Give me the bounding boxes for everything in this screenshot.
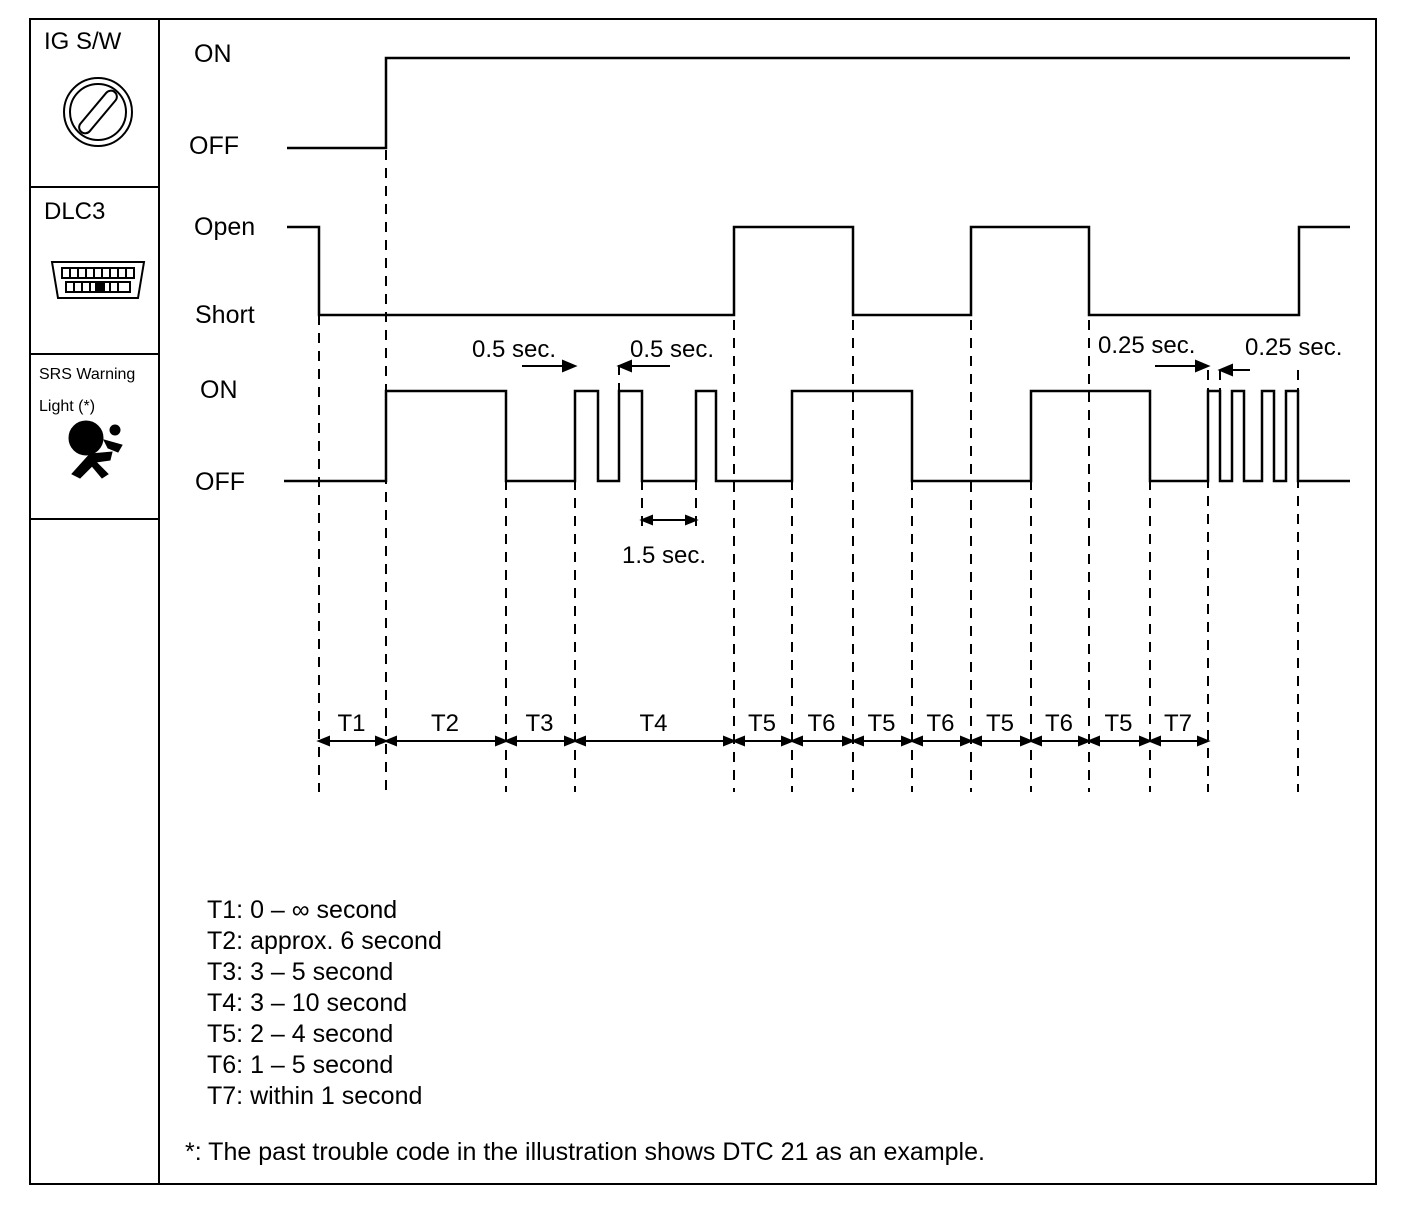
legend-item: T1: 0 – ∞ second: [207, 896, 398, 924]
interval-arrow-head: [731, 735, 745, 747]
interval-label: T6: [1045, 710, 1074, 737]
interval-arrow-head: [1086, 735, 1100, 747]
interval-label: T4: [639, 710, 668, 737]
interval-arrow-head: [1028, 735, 1042, 747]
dlc3-open-label: Open: [194, 213, 256, 241]
interval-label: T5: [748, 710, 777, 737]
srs-title-line2: Light (*): [39, 398, 96, 415]
interval-arrow-head: [1020, 735, 1034, 747]
interval-arrow-head: [572, 735, 586, 747]
interval-label: T5: [986, 710, 1015, 737]
legend-item: T5: 2 – 4 second: [207, 1020, 394, 1048]
duration-0-5-right: 0.5 sec.: [630, 336, 715, 363]
divider: [29, 518, 158, 520]
legend-item: T7: within 1 second: [207, 1082, 423, 1110]
dlc3-short-label: Short: [195, 301, 255, 329]
interval-label: T3: [525, 710, 554, 737]
duration-arrow-head: [1195, 359, 1211, 373]
srs-waveform: [284, 389, 1350, 483]
airbag-icon: [68, 420, 123, 479]
interval-arrow-head: [909, 735, 923, 747]
interval-arrow-head: [789, 735, 803, 747]
duration-1-5: 1.5 sec.: [622, 542, 707, 569]
duration-arrow-head: [685, 514, 699, 526]
signal-name-column: IG S/W DLC3 SRS Warning Light (*): [29, 18, 160, 1185]
interval-arrow-head: [1197, 735, 1211, 747]
duration-0-25-left: 0.25 sec.: [1098, 332, 1196, 359]
interval-label: T1: [337, 710, 366, 737]
interval-label: T6: [807, 710, 836, 737]
timing-legend: T1: 0 – ∞ second T2: approx. 6 second T3…: [207, 895, 442, 1112]
dlc3-title: DLC3: [44, 198, 106, 225]
interval-arrow-head: [375, 735, 389, 747]
interval-arrow-head: [316, 735, 330, 747]
interval-arrow-head: [503, 735, 517, 747]
legend-item: T4: 3 – 10 second: [207, 989, 408, 1017]
legend-item: T2: approx. 6 second: [207, 927, 442, 955]
connector-icon: [50, 261, 146, 299]
srs-title-line1: SRS Warning: [39, 366, 136, 383]
ig-sw-title: IG S/W: [44, 28, 122, 55]
footnote: *: The past trouble code in the illustra…: [185, 1138, 985, 1166]
interval-arrow-head: [850, 735, 864, 747]
srs-on-label: ON: [200, 376, 238, 404]
interval-arrow-head: [901, 735, 915, 747]
interval-label: T5: [867, 710, 896, 737]
ig-sw-waveform: [287, 56, 1350, 150]
duration-arrow-head: [639, 514, 653, 526]
divider: [29, 353, 158, 355]
interval-arrow-head: [383, 735, 397, 747]
duration-arrow-head: [1217, 363, 1233, 377]
interval-arrow-head: [1139, 735, 1153, 747]
interval-arrow-head: [960, 735, 974, 747]
interval-arrow-head: [564, 735, 578, 747]
duration-0-5-left: 0.5 sec.: [472, 336, 557, 363]
legend-item: T6: 1 – 5 second: [207, 1051, 394, 1079]
interval-label: T7: [1164, 710, 1193, 737]
interval-arrow-head: [781, 735, 795, 747]
divider: [29, 186, 158, 188]
ignition-key-icon: [63, 77, 133, 147]
duration-0-25-right: 0.25 sec.: [1245, 334, 1343, 361]
interval-arrow-head: [1147, 735, 1161, 747]
interval-arrow-head: [968, 735, 982, 747]
duration-arrow-head: [562, 359, 578, 373]
interval-arrow-head: [495, 735, 509, 747]
ig-sw-off-label: OFF: [189, 132, 239, 160]
ig-sw-on-label: ON: [194, 40, 232, 68]
interval-label: T5: [1104, 710, 1133, 737]
diagram-frame: [29, 18, 1377, 1185]
srs-off-label: OFF: [195, 468, 245, 496]
interval-arrow-head: [723, 735, 737, 747]
interval-arrow-head: [1078, 735, 1092, 747]
interval-arrow-head: [842, 735, 856, 747]
interval-label: T6: [926, 710, 955, 737]
dlc3-waveform: [287, 225, 1350, 317]
interval-label: T2: [431, 710, 460, 737]
duration-arrow-head: [616, 359, 632, 373]
legend-item: T3: 3 – 5 second: [207, 958, 394, 986]
